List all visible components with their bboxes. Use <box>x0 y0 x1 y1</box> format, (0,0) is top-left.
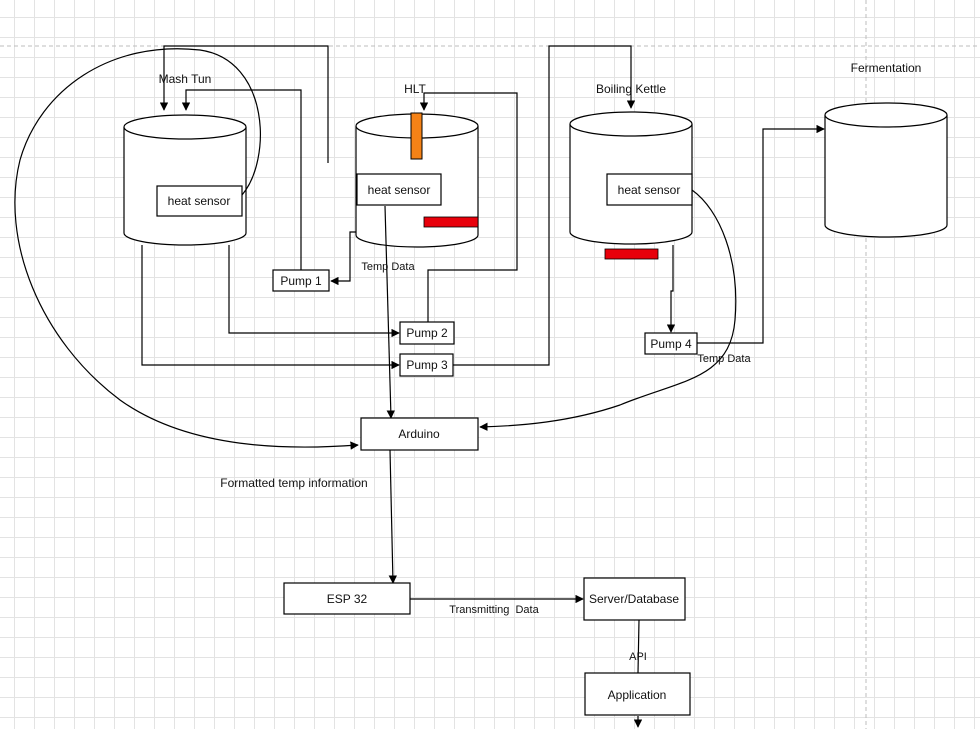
pump1-to-mash-line <box>181 89 302 270</box>
kettle-sensor-to-arduino-curve <box>479 189 737 432</box>
server-database-box[interactable] <box>583 577 686 621</box>
hlt-heating-element <box>423 216 479 228</box>
pump4-box[interactable] <box>644 332 698 355</box>
formatted-temp-label: Formatted temp information <box>220 476 367 490</box>
transmitting-data-label: Transmitting Data <box>449 604 539 616</box>
pump4-label: Pump 4 <box>650 337 692 351</box>
pump2-label: Pump 2 <box>406 326 448 340</box>
mash-heat-sensor-box[interactable] <box>156 185 243 217</box>
hlt-heat-sensor-label: heat sensor <box>368 183 431 197</box>
hlt-temperature-probe <box>410 112 423 160</box>
kettle-heat-sensor-label: heat sensor <box>618 183 681 197</box>
server-database-label: Server/Database <box>589 592 679 606</box>
pump1-box[interactable] <box>272 269 330 292</box>
esp32-label: ESP 32 <box>327 592 368 606</box>
application-label: Application <box>608 688 667 702</box>
application-box[interactable] <box>584 672 691 716</box>
server-to-application-line <box>637 619 640 674</box>
hlt-label: HLT <box>404 82 426 96</box>
pump4-to-fermentation-line <box>697 124 825 344</box>
hlt-temp-data-label: Temp Data <box>361 261 415 273</box>
mash-to-pump3-line <box>141 245 400 370</box>
pump2-to-hlt-line <box>419 92 518 322</box>
arduino-to-esp32-line <box>388 449 398 584</box>
mash-tun-label: Mash Tun <box>159 72 212 86</box>
pump2-box[interactable] <box>399 321 455 345</box>
mash-sensor-to-arduino-curve <box>14 48 359 450</box>
fermentation-tank[interactable] <box>824 102 948 238</box>
esp32-box[interactable] <box>283 582 411 615</box>
hlt-to-pump1-line <box>330 231 356 286</box>
hlt-to-mash-line <box>159 45 329 163</box>
mash-to-pump2-line <box>228 245 400 338</box>
hlt-sensor-to-arduino-line <box>384 205 395 419</box>
kettle-temp-data-label: Temp Data <box>697 353 751 365</box>
pump3-to-kettle-line <box>453 45 636 366</box>
pump1-label: Pump 1 <box>280 274 322 288</box>
pump3-box[interactable] <box>399 353 454 377</box>
arduino-box[interactable] <box>360 417 479 451</box>
connectors <box>14 45 825 728</box>
api-label: API <box>629 651 647 663</box>
hlt-heat-sensor-box[interactable] <box>356 173 442 206</box>
kettle-heat-sensor-box[interactable] <box>606 173 693 206</box>
arduino-label: Arduino <box>398 427 440 441</box>
pump3-label: Pump 3 <box>406 358 448 372</box>
kettle-to-pump4-line <box>666 245 676 333</box>
mash-heat-sensor-label: heat sensor <box>168 194 231 208</box>
mash-tun-tank[interactable] <box>123 114 247 246</box>
fermentation-label: Fermentation <box>851 61 922 75</box>
boiling-kettle-label: Boiling Kettle <box>596 82 666 96</box>
kettle-heating-element <box>604 248 659 260</box>
